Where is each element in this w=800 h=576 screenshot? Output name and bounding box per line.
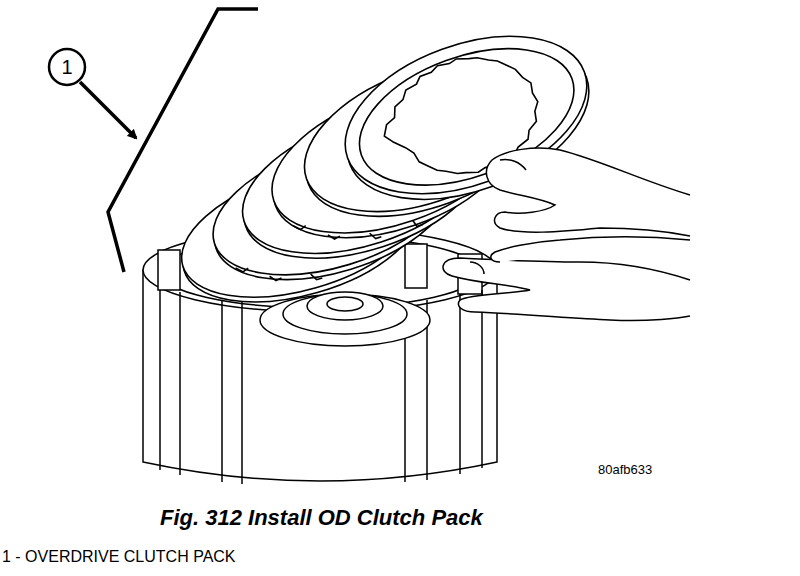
hands <box>443 148 690 321</box>
part-legend: 1 - OVERDRIVE CLUTCH PACK <box>2 548 236 566</box>
figure-code: 80afb633 <box>598 462 652 477</box>
figure-caption: Fig. 312 Install OD Clutch Pack <box>160 505 483 531</box>
callout-number: 1 <box>61 56 72 79</box>
callout-arrow <box>80 82 136 138</box>
callout-circle <box>49 49 85 85</box>
